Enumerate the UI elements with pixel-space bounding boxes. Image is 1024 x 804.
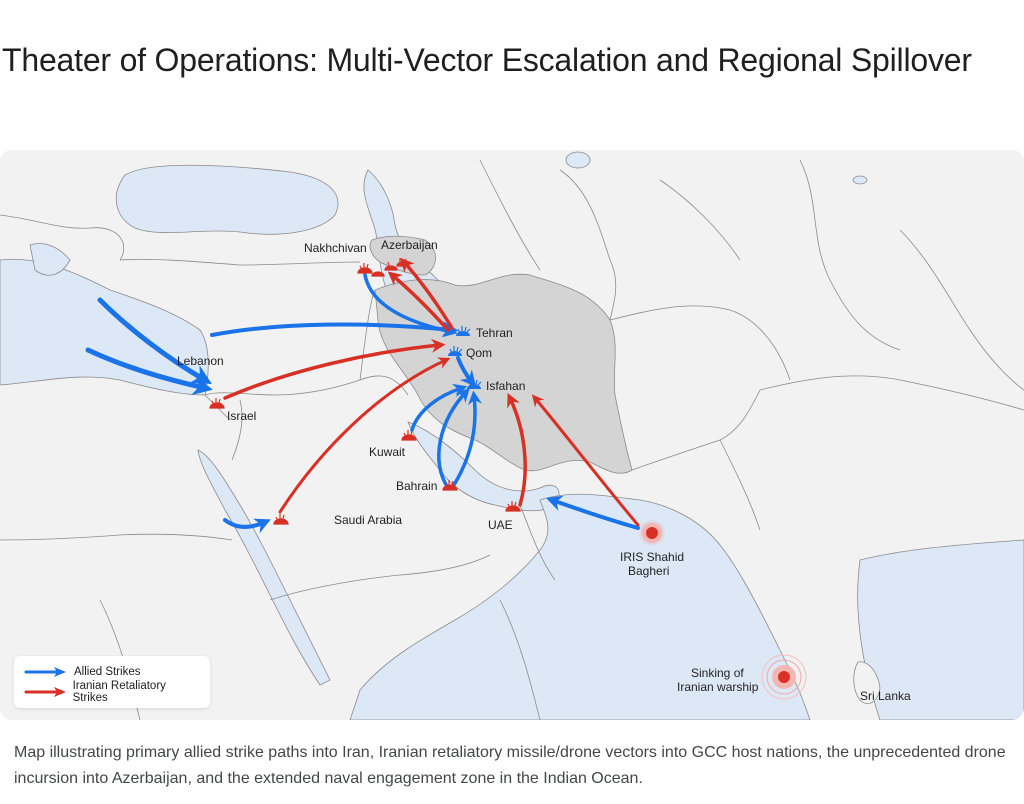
kuwait-impact-icon	[401, 430, 417, 441]
label-saudi-arabia: Saudi Arabia	[334, 513, 402, 527]
legend-allied-label: Allied Strikes	[74, 666, 141, 678]
label-qom: Qom	[466, 346, 492, 360]
label-kuwait: Kuwait	[369, 445, 406, 459]
israel-impact-icon	[209, 398, 225, 409]
allied-strike-arrows	[85, 273, 640, 534]
map-legend: Allied Strikes Iranian Retaliatory Strik…	[14, 656, 210, 708]
impact-markers	[209, 258, 521, 525]
label-iris-line1: IRIS Shahid	[620, 550, 684, 564]
iranian-strike-arrows	[223, 257, 640, 527]
label-lebanon: Lebanon	[177, 354, 224, 368]
label-azerbaijan: Azerbaijan	[381, 238, 438, 252]
label-uae: UAE	[488, 518, 513, 532]
label-nakhchivan: Nakhchivan	[304, 241, 367, 255]
map-caption: Map illustrating primary allied strike p…	[14, 744, 1006, 787]
red-arrow-icon	[24, 687, 66, 697]
label-sinking-line1: Sinking of	[691, 666, 744, 680]
label-isfahan: Isfahan	[486, 379, 525, 393]
tehran-impact-icon	[456, 326, 471, 336]
legend-iranian: Iranian Retaliatory Strikes	[24, 680, 200, 704]
page-title: Theater of Operations: Multi-Vector Esca…	[2, 42, 972, 78]
label-sri-lanka: Sri Lanka	[860, 689, 911, 703]
legend-iranian-label: Iranian Retaliatory Strikes	[72, 680, 166, 704]
blue-arrow-icon	[24, 667, 66, 677]
legend-allied: Allied Strikes	[24, 662, 200, 682]
water-bodies	[0, 151, 1024, 720]
label-iris-line2: Bagheri	[628, 564, 669, 578]
sinking-warship-marker	[761, 654, 807, 700]
bahrain-impact-icon	[442, 480, 458, 491]
label-tehran: Tehran	[476, 326, 513, 340]
isfahan-impact-icon	[467, 379, 482, 389]
label-israel: Israel	[227, 409, 256, 423]
map: Nakhchivan Azerbaijan Tehran Qom Isfahan…	[0, 150, 1024, 720]
qom-impact-icon	[448, 346, 463, 356]
iris-shahid-bagheri-marker	[638, 519, 666, 547]
uae-impact-icon	[505, 501, 521, 512]
nakhchivan-impact-icon	[357, 263, 373, 274]
label-bahrain: Bahrain	[396, 479, 437, 493]
saudi-redsea-impact-icon	[273, 514, 289, 525]
azerbaijan-impact-icon	[371, 258, 410, 277]
map-labels: Nakhchivan Azerbaijan Tehran Qom Isfahan…	[177, 238, 911, 703]
country-borders	[0, 159, 1024, 720]
label-sinking-line2: Iranian warship	[677, 680, 759, 694]
